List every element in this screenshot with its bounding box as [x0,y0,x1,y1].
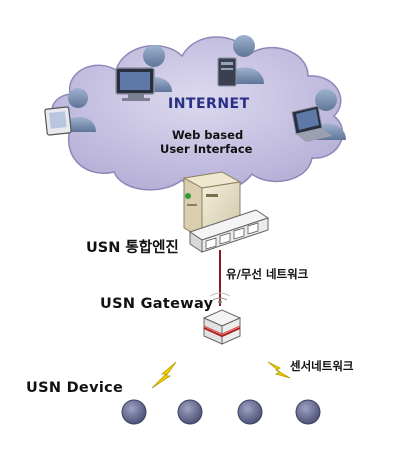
usn-engine-label: USN 통합엔진 [86,240,179,256]
network-switch [188,209,270,253]
web-ui-line-2: User Interface [160,142,253,156]
sensor-network-label: 센서네트워크 [290,359,354,373]
usn-gateway-device [202,292,242,345]
usn-device-label: USN Device [26,380,124,396]
wireless-lightning-right [267,361,291,379]
internet-title: INTERNET [168,96,250,112]
web-ui-label: Web based User Interface [160,128,252,156]
web-ui-line-1: Web based [172,128,244,142]
sensor-node [237,399,263,425]
wireless-lightning-left [151,361,177,389]
sensor-node [121,399,147,425]
network-link-label: 유/무선 네트워크 [226,267,309,281]
user-tablet-left [44,88,96,136]
usn-gateway-label: USN Gateway [100,296,214,312]
user-monitor-left [115,45,172,101]
sensor-node [295,399,321,425]
user-laptop-right [291,89,346,142]
user-desktop-right [217,35,264,87]
sensor-node [177,399,203,425]
